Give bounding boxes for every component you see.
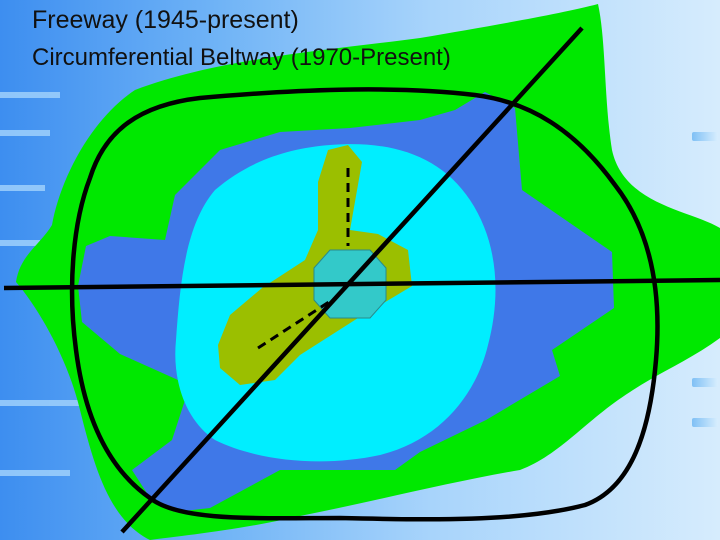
background-stripe	[0, 240, 40, 246]
decorative-dash	[692, 378, 718, 387]
background-stripe	[0, 92, 60, 98]
freeway-east-west	[3, 277, 720, 291]
urban-core	[218, 145, 412, 385]
decorative-dash	[692, 418, 718, 427]
background-stripe	[0, 130, 50, 136]
circumferential-beltway	[69, 87, 660, 522]
freeway-diagonal	[120, 26, 584, 534]
background-stripe	[0, 400, 90, 406]
decorative-dash	[692, 132, 718, 141]
background-stripe	[0, 185, 45, 191]
background-stripe	[0, 470, 70, 476]
slide-title: Freeway (1945-present)	[32, 6, 299, 34]
slide-subtitle: Circumferential Beltway (1970-Present)	[32, 44, 451, 71]
